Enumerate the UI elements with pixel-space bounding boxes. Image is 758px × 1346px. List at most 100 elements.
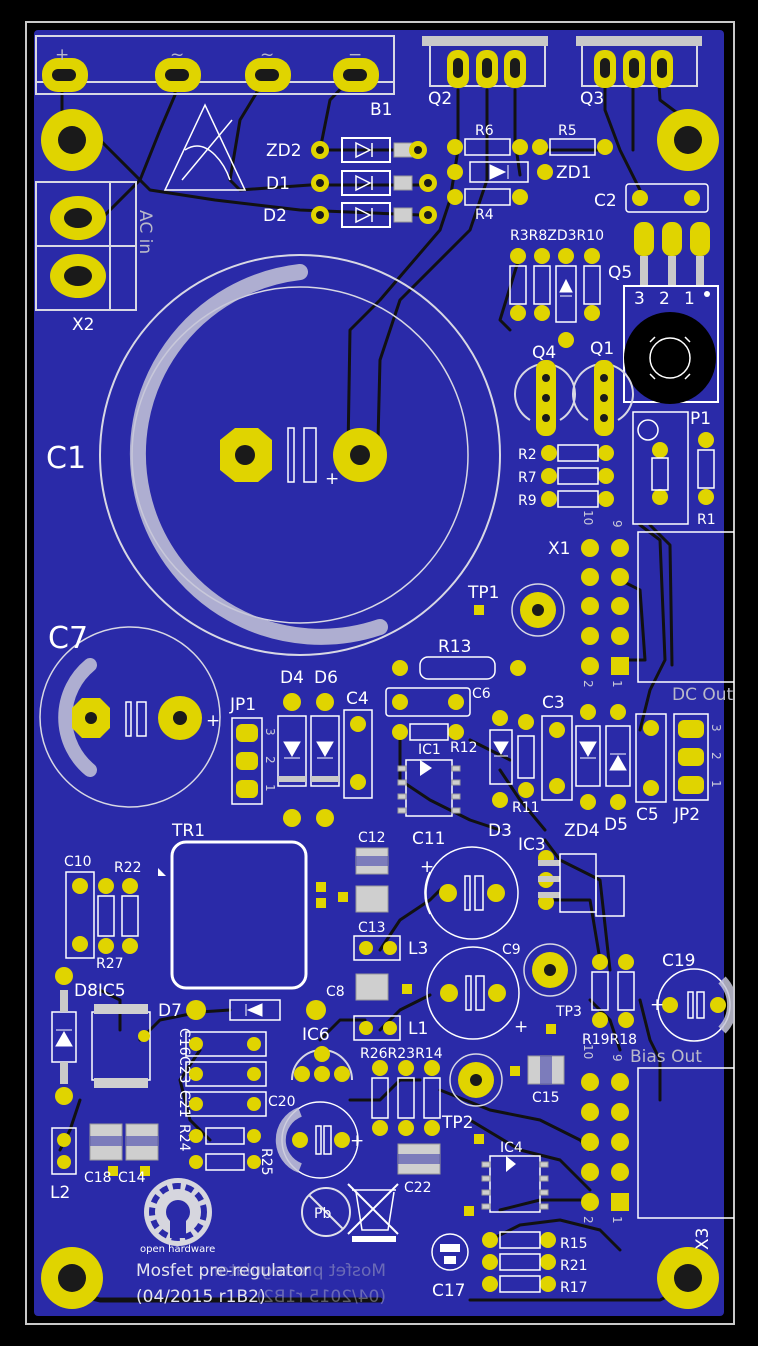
r19-r18-group: R19R18: [582, 954, 637, 1048]
c10-capacitor: C10: [64, 854, 95, 959]
c7-capacitor: + C7: [39, 621, 221, 808]
b1-pin-ac2: ~: [260, 45, 274, 65]
c20-capacitor: + C20: [268, 1094, 364, 1179]
jp2-pin-3: 3: [709, 724, 723, 732]
ic3-label: IC3: [518, 835, 546, 855]
q2-label: Q2: [428, 89, 452, 109]
r26-r23-r14-group: R26R23R14: [360, 1046, 443, 1136]
jp1-jumper: JP1 3 2 1: [229, 695, 277, 805]
c18-c14-caps: C18 C14: [84, 1123, 159, 1186]
c23-label: C23: [176, 1056, 192, 1084]
c19-label: C19: [662, 951, 696, 971]
c6-capacitor: C6: [385, 686, 491, 717]
p1-trimmer: 3 2 1 P1: [623, 285, 719, 429]
x1-pins: [581, 539, 629, 675]
zd4-diode: ZD4: [564, 704, 601, 841]
x3-label: X3: [693, 1228, 713, 1250]
board-title: Mosfet pre-regulator: [136, 1261, 310, 1281]
d4-diode: D4: [277, 668, 307, 827]
c10-label: C10: [64, 854, 92, 870]
q3-transistor: Q3: [576, 36, 702, 109]
board-substrate: [34, 30, 724, 1316]
r11-resistor: R11: [512, 714, 540, 816]
c12-capacitor: C12: [355, 830, 389, 875]
q1-transistor: Q1: [572, 339, 634, 436]
l1-label: L1: [408, 1019, 428, 1039]
r21-label: R21: [560, 1258, 588, 1274]
c8-label: C8: [326, 984, 345, 1000]
tp1-label: TP1: [467, 583, 499, 603]
open-hardware-text: open hardware: [140, 1244, 215, 1255]
mounting-hole-tr: [657, 109, 719, 171]
r5-label: R5: [558, 123, 577, 139]
d2-label: D2: [263, 206, 287, 226]
jp1-pin-3: 3: [263, 728, 277, 736]
c13-capacitor: C13: [353, 920, 401, 961]
tp3-testpoint: TP3: [523, 943, 582, 1034]
d6-label: D6: [314, 668, 338, 688]
c17-capacitor: C17: [431, 1206, 474, 1301]
x2-connector: AC in X2: [35, 181, 155, 335]
x3-pin-10: 10: [581, 1044, 595, 1059]
mounting-hole-br: [657, 1247, 719, 1309]
q5-transistor: Q5: [608, 222, 710, 286]
x3-pin-2: 2: [581, 1216, 595, 1224]
d8ic5-label: D8IC5: [74, 981, 126, 1001]
jp1-pin-2: 2: [263, 756, 277, 764]
tr1-transformer: TR1: [158, 821, 308, 990]
x1-pin-2: 2: [581, 680, 595, 688]
q4-label: Q4: [532, 343, 556, 363]
q2-transistor: Q2: [422, 36, 548, 109]
r12-label: R12: [450, 740, 478, 756]
x3-pin-9: 9: [610, 1054, 624, 1062]
mounting-hole-tl: [41, 109, 103, 171]
r6-resistor: R6: [447, 123, 528, 156]
r17-label: R17: [560, 1280, 588, 1296]
r19r18-label: R19R18: [582, 1032, 637, 1048]
x1-pin-1: 1: [610, 680, 624, 688]
ic4-chip: IC4: [481, 1140, 549, 1213]
c7-plus: +: [206, 711, 220, 731]
jp1-label: JP1: [229, 695, 256, 715]
c13-label: C13: [358, 920, 386, 936]
d5-diode: D5: [604, 704, 631, 835]
ic3-regulator: IC3: [518, 835, 625, 917]
l2-inductor: L2: [50, 1127, 77, 1203]
weee-bin-icon: [347, 1183, 399, 1242]
b1-pad-ac2: [245, 58, 291, 92]
x2-ac-in-label: AC in: [135, 210, 155, 254]
board-title-mirror: Mosfet pre-regulator: [212, 1261, 386, 1281]
c22-label: C22: [404, 1180, 432, 1196]
r15-r21-r17-group: R15 R21 R17: [482, 1231, 588, 1296]
c11-capacitor: + C11: [412, 829, 519, 940]
r25-label: R25: [258, 1148, 274, 1176]
c6-label: C6: [472, 686, 491, 702]
c9-label: C9: [502, 942, 521, 958]
b1-pad-minus: [333, 58, 379, 92]
c2-capacitor: C2: [594, 183, 709, 213]
r13-resistor: R13: [392, 637, 526, 680]
p1-pin-2: 2: [659, 289, 670, 309]
d7-diode: D7: [158, 999, 326, 1021]
x1-label: X1: [548, 539, 570, 559]
ic6-regulator: IC6: [291, 1025, 353, 1082]
jp2-pin-2: 2: [709, 752, 723, 760]
q5-label: Q5: [608, 263, 632, 283]
board-outline: [25, 21, 735, 1325]
c19-plus: +: [650, 995, 664, 1015]
d2-diode: D2: [263, 202, 437, 228]
ic1-label: IC1: [418, 742, 441, 758]
c8-capacitor: C8: [326, 973, 412, 1001]
c12-label: C12: [358, 830, 386, 846]
c3-capacitor: C3: [541, 693, 573, 801]
d1-label: D1: [266, 174, 290, 194]
c1-plus: +: [325, 469, 339, 489]
c1-capacitor: + C1: [46, 254, 501, 656]
x1-connector: 10 9 X1 2 1 DC Out: [548, 510, 734, 705]
r15-label: R15: [560, 1236, 588, 1252]
pb-free-icon: Pb: [301, 1187, 351, 1237]
c20-plus: +: [350, 1131, 364, 1151]
r12-resistor: R12: [392, 723, 478, 756]
c4-capacitor: C4: [343, 689, 373, 799]
